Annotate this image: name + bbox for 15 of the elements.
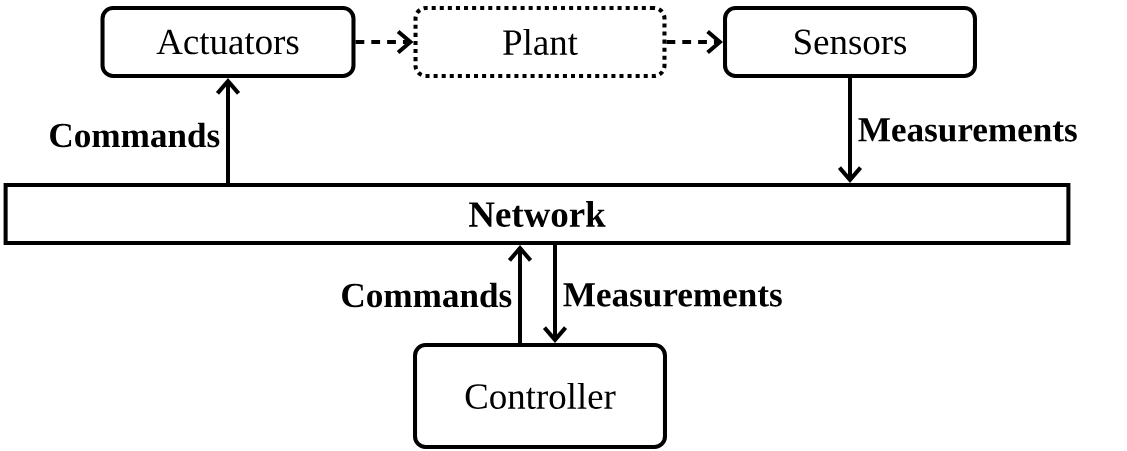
edge-label: Commands <box>342 282 512 308</box>
process-box: Actuators <box>100 6 356 78</box>
edge-label: Measurements <box>563 283 782 307</box>
edge-label: Commands <box>50 122 220 148</box>
arrow <box>542 245 568 343</box>
arrow <box>355 29 414 55</box>
arrow <box>215 78 241 183</box>
arrow <box>507 245 533 343</box>
process-box: Plant <box>413 6 667 78</box>
arrow <box>837 78 863 183</box>
edge-label: Measurements <box>858 118 1077 142</box>
arrow <box>666 29 723 55</box>
network-bar: Network <box>3 183 1071 245</box>
process-box: Sensors <box>723 6 977 78</box>
process-box: Controller <box>413 343 667 449</box>
